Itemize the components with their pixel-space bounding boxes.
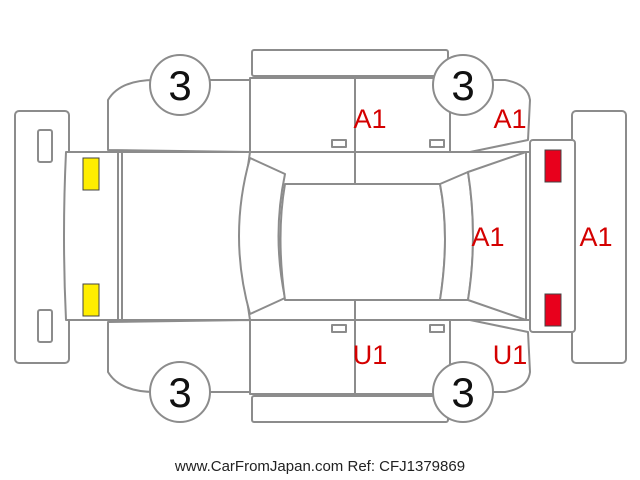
roof [279, 183, 446, 301]
tire-rear-left: 3 [432, 361, 494, 423]
grade-front-left-door: U1 [353, 340, 388, 370]
rear-glass [467, 151, 527, 321]
tire-front-right: 3 [149, 54, 211, 116]
grade-rear-left-quarter: U1 [493, 340, 528, 370]
hood-seam [117, 151, 123, 321]
footer-ref: Ref: CFJ1379869 [347, 458, 466, 475]
tire-grade: 3 [451, 369, 474, 416]
tire-grade: 3 [168, 62, 191, 109]
top-view-body [63, 139, 576, 333]
headlight-marker [82, 157, 100, 191]
grade-rear-right-quarter: A1 [493, 104, 526, 134]
tire-grade: 3 [168, 369, 191, 416]
tire-front-left: 3 [149, 361, 211, 423]
hood [63, 151, 251, 321]
grade-rear-bumper: A1 [579, 222, 612, 252]
lights [82, 149, 562, 327]
trunk [529, 139, 576, 333]
tire-rear-right: 3 [432, 54, 494, 116]
tire-grade: 3 [451, 62, 474, 109]
grade-front-right-door: A1 [353, 104, 386, 134]
headlight-marker [82, 283, 100, 317]
footer-watermark: www.CarFromJapan.com Ref: CFJ1379869 [0, 458, 640, 475]
footer-site: www.CarFromJapan.com [174, 458, 344, 475]
front-bumper [14, 110, 70, 364]
grade-rear-glass: A1 [471, 222, 504, 252]
taillight-marker [544, 293, 562, 327]
rear-pillar [439, 171, 474, 301]
right-side-profile [107, 49, 531, 153]
taillight-marker [544, 149, 562, 183]
windshield [238, 157, 286, 315]
